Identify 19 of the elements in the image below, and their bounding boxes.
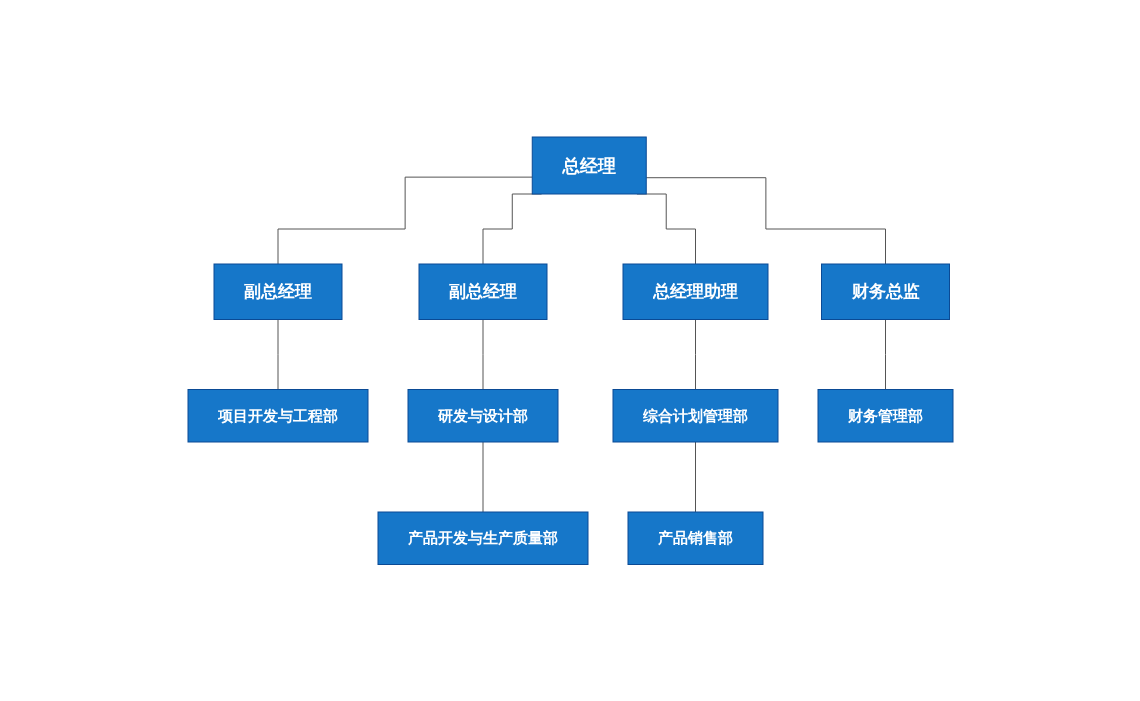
node-box: 项目开发与工程部	[187, 388, 368, 443]
node-box: 总经理助理	[622, 263, 768, 320]
connector	[884, 318, 886, 390]
node-box: 综合计划管理部	[612, 388, 778, 443]
node-box: 副总经理	[418, 263, 547, 320]
connector	[482, 441, 483, 513]
connector	[277, 318, 278, 390]
connector	[645, 176, 886, 265]
node-box: 总经理	[531, 136, 647, 195]
node-box: 产品开发与生产质量部	[377, 511, 588, 565]
connector	[694, 318, 696, 390]
node-box: 研发与设计部	[407, 388, 558, 443]
node-box: 副总经理	[213, 263, 342, 320]
connector	[277, 176, 533, 265]
node-box: 财务管理部	[817, 388, 953, 443]
connector	[482, 318, 483, 390]
node-box: 产品销售部	[627, 511, 763, 565]
connector	[694, 441, 696, 513]
node-box: 财务总监	[820, 263, 950, 320]
